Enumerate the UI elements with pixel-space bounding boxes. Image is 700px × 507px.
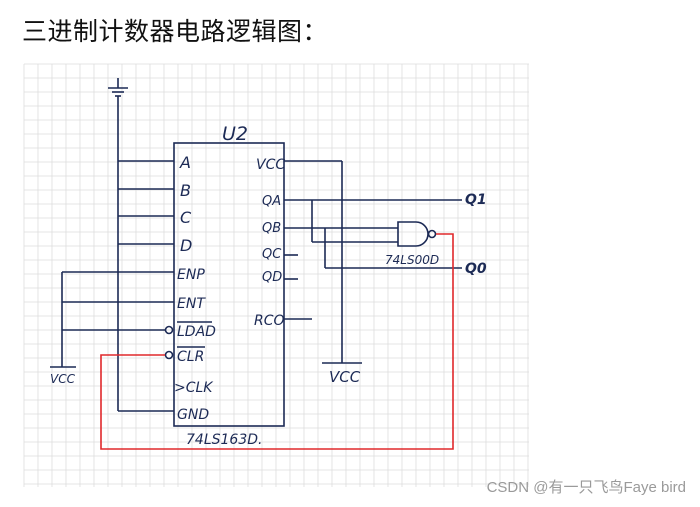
pin-qc: QC <box>262 247 282 262</box>
page-title: 三进制计数器电路逻辑图： <box>22 17 329 46</box>
chip-name: U2 <box>222 123 248 145</box>
vcc-left-label: VCC <box>50 372 76 386</box>
pin-clr: CLR <box>177 349 204 365</box>
vcc-right-label: VCC <box>329 368 361 386</box>
pin-d: D <box>180 236 192 255</box>
load-bubble <box>164 325 174 335</box>
nand-bubble <box>427 229 437 239</box>
pin-clk: >CLK <box>174 380 214 396</box>
chip-body <box>173 142 285 427</box>
pin-qa: QA <box>262 194 281 209</box>
pin-enp: ENP <box>177 267 205 283</box>
clr-bubble <box>164 350 174 360</box>
pin-qb: QB <box>262 221 281 236</box>
pin-rco: RCO <box>254 313 285 329</box>
pin-load: LDAD <box>177 324 216 340</box>
ground-symbol <box>108 78 128 97</box>
pin-ent: ENT <box>177 296 206 312</box>
output-q0: Q0 <box>465 261 487 277</box>
grid-paper <box>23 63 529 487</box>
watermark: CSDN @有一只飞鸟Faye bird <box>486 479 686 496</box>
clear-feedback-wire <box>100 233 454 450</box>
pin-c: C <box>180 208 192 227</box>
pin-qd: QD <box>262 270 282 285</box>
pin-a: A <box>179 153 191 172</box>
output-q1: Q1 <box>465 192 487 208</box>
pin-gnd: GND <box>177 407 209 423</box>
chip-part-label: 74LS163D. <box>186 432 262 448</box>
nand-gate <box>397 221 429 247</box>
gate-part-label: 74LS00D <box>385 253 439 267</box>
pin-vcc: VCC <box>256 157 285 173</box>
pin-b: B <box>180 181 191 200</box>
